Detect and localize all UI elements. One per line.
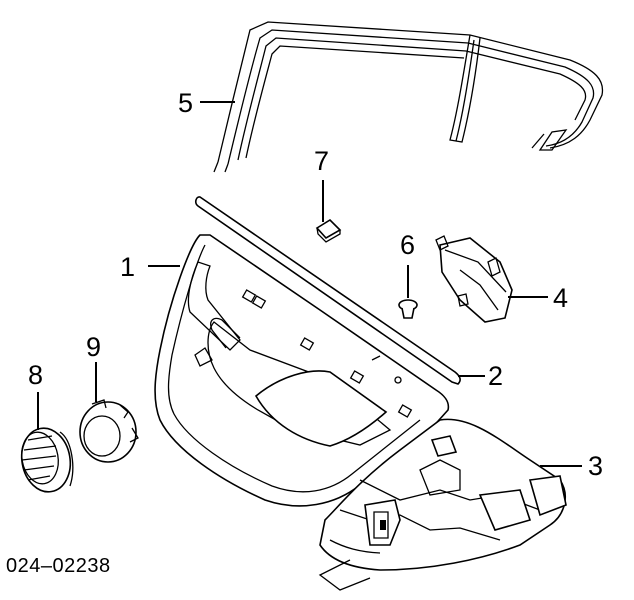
callout-7: 7 xyxy=(314,146,329,176)
part-3-inner-structure xyxy=(318,418,567,591)
callout-1: 1 xyxy=(120,252,135,282)
callout-6: 6 xyxy=(400,230,415,260)
callout-9: 9 xyxy=(86,332,101,362)
callout-5: 5 xyxy=(178,88,193,118)
callout-8: 8 xyxy=(28,360,43,390)
part-5-window-seal xyxy=(213,21,604,173)
drawing-code: 024–02238 xyxy=(6,555,111,577)
part-6-clip xyxy=(398,299,418,319)
callout-4: 4 xyxy=(553,283,568,313)
leader-lines xyxy=(37,101,582,467)
part-2-glass-strip xyxy=(195,196,461,385)
part-9-speaker-ring xyxy=(79,399,139,463)
callout-3: 3 xyxy=(588,451,603,481)
callout-2: 2 xyxy=(488,361,503,391)
part-4-bracket xyxy=(435,235,513,323)
part-1-door-panel xyxy=(154,234,450,507)
part-7-pad xyxy=(315,218,342,243)
part-8-speaker-cover xyxy=(20,427,74,493)
